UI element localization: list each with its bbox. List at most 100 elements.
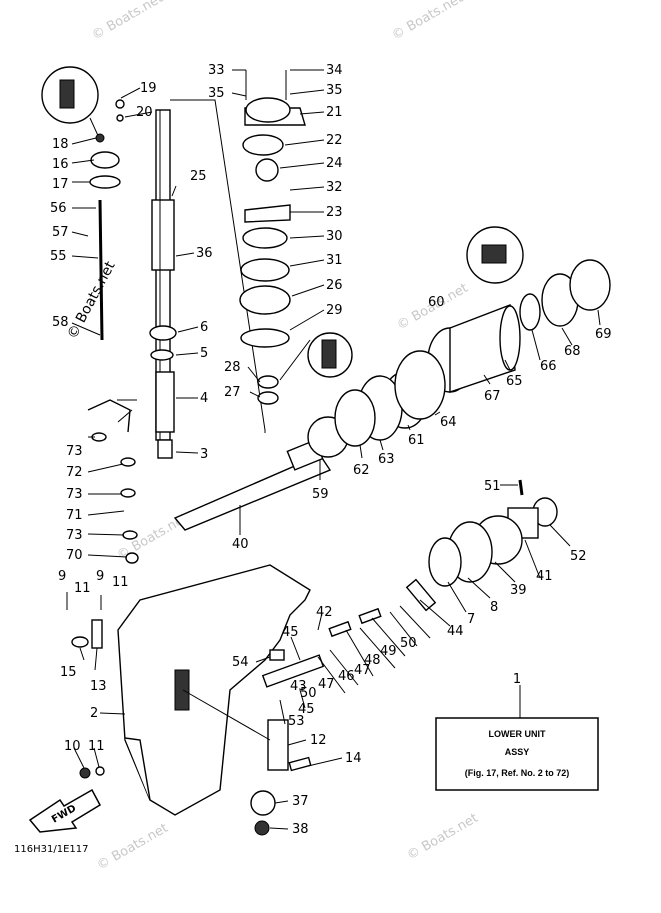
callout-68: 68 [564, 344, 581, 359]
callout-72: 72 [66, 465, 83, 480]
callout-69: 69 [595, 327, 612, 342]
watermark: © Boats.net [64, 259, 118, 342]
callout-50b: 50 [400, 636, 417, 651]
callout-30: 30 [326, 229, 343, 244]
callout-3: 3 [200, 447, 208, 462]
callout-11a: 11 [74, 581, 91, 596]
callout-40: 40 [232, 537, 249, 552]
callout-1: 1 [513, 672, 521, 687]
callout-44: 44 [447, 624, 464, 639]
detail-inset [279, 332, 353, 381]
callout-73b: 73 [66, 487, 83, 502]
callout-47a: 47 [318, 677, 335, 692]
callout-50a: 50 [300, 686, 317, 701]
callout-61: 61 [408, 433, 425, 448]
info-box-line2: ASSY [505, 747, 530, 757]
callout-26: 26 [326, 278, 343, 293]
drive-shaft [151, 109, 175, 441]
callout-35a: 35 [208, 86, 225, 101]
diagram-code: 116H31/1E117 [14, 844, 88, 855]
water-pump-assy [239, 70, 306, 348]
callout-32: 32 [326, 180, 343, 195]
callout-10: 10 [64, 739, 81, 754]
callout-23: 23 [326, 205, 343, 220]
callout-5: 5 [200, 346, 208, 361]
left-hardware [66, 399, 139, 779]
callout-21: 21 [326, 105, 343, 120]
callout-6: 6 [200, 320, 208, 335]
callout-58: 58 [52, 315, 69, 330]
callout-66: 66 [540, 359, 557, 374]
bottom-parts [250, 607, 382, 836]
callout-71: 71 [66, 508, 83, 523]
callout-29: 29 [326, 303, 343, 318]
callout-15: 15 [60, 665, 77, 680]
watermark: © Boats.net [390, 0, 466, 43]
callout-14: 14 [345, 751, 362, 766]
callout-8: 8 [490, 600, 498, 615]
info-box-line3: (Fig. 17, Ref. No. 2 to 72) [465, 768, 570, 778]
callout-28: 28 [224, 360, 241, 375]
callout-41: 41 [536, 569, 553, 584]
callout-7: 7 [467, 612, 475, 627]
callout-18: 18 [52, 137, 69, 152]
propeller-shaft [173, 416, 349, 531]
bushings [149, 325, 279, 459]
watermark: © Boats.net [90, 0, 166, 43]
callout-33: 33 [208, 63, 225, 78]
gearcase [71, 564, 311, 816]
callout-67: 67 [484, 389, 501, 404]
callout-2: 2 [90, 706, 98, 721]
callout-12: 12 [310, 733, 327, 748]
callout-4: 4 [200, 391, 208, 406]
callout-73c: 73 [66, 528, 83, 543]
callout-13: 13 [90, 679, 107, 694]
callout-70: 70 [66, 548, 83, 563]
callout-73a: 73 [66, 444, 83, 459]
watermark: © Boats.net [405, 811, 481, 864]
callout-16: 16 [52, 157, 69, 172]
leader-lines [71, 69, 601, 830]
callout-64: 64 [440, 415, 457, 430]
callout-53: 53 [288, 714, 305, 729]
callout-60: 60 [428, 295, 445, 310]
callout-9b: 9 [96, 569, 104, 584]
callout-11b: 11 [112, 575, 129, 590]
callout-labels: 1 2 3 4 5 6 7 8 9 9 10 11 11 11 12 13 14… [50, 63, 612, 837]
callout-22: 22 [326, 133, 343, 148]
callout-24: 24 [326, 156, 343, 171]
callout-63: 63 [378, 452, 395, 467]
callout-51: 51 [484, 479, 501, 494]
bearing-housing [334, 226, 611, 447]
callout-9a: 9 [58, 569, 66, 584]
gear-assy-right [405, 479, 558, 612]
callout-34: 34 [326, 63, 343, 78]
callout-42: 42 [316, 605, 333, 620]
callout-11c: 11 [88, 739, 105, 754]
callout-46: 46 [338, 669, 355, 684]
callout-43: 43 [290, 679, 307, 694]
fwd-arrow: FWD [28, 788, 101, 833]
shift-handle-assy [41, 66, 125, 189]
watermark: © Boats.net [95, 821, 171, 874]
callout-31: 31 [326, 253, 343, 268]
shift-rod [98, 199, 104, 341]
callout-57: 57 [52, 225, 69, 240]
callout-54: 54 [232, 655, 249, 670]
callout-45a: 45 [282, 625, 299, 640]
callout-17: 17 [52, 177, 69, 192]
callout-62: 62 [353, 463, 370, 478]
info-box: LOWER UNIT ASSY (Fig. 17, Ref. No. 2 to … [435, 717, 599, 791]
callout-65: 65 [506, 374, 523, 389]
callout-48: 48 [364, 653, 381, 668]
callout-19: 19 [140, 81, 157, 96]
callout-37: 37 [292, 794, 309, 809]
callout-27: 27 [224, 385, 241, 400]
callout-35b: 35 [326, 83, 343, 98]
callout-55: 55 [50, 249, 67, 264]
callout-56: 56 [50, 201, 67, 216]
callout-20: 20 [136, 105, 153, 120]
callout-59: 59 [312, 487, 329, 502]
